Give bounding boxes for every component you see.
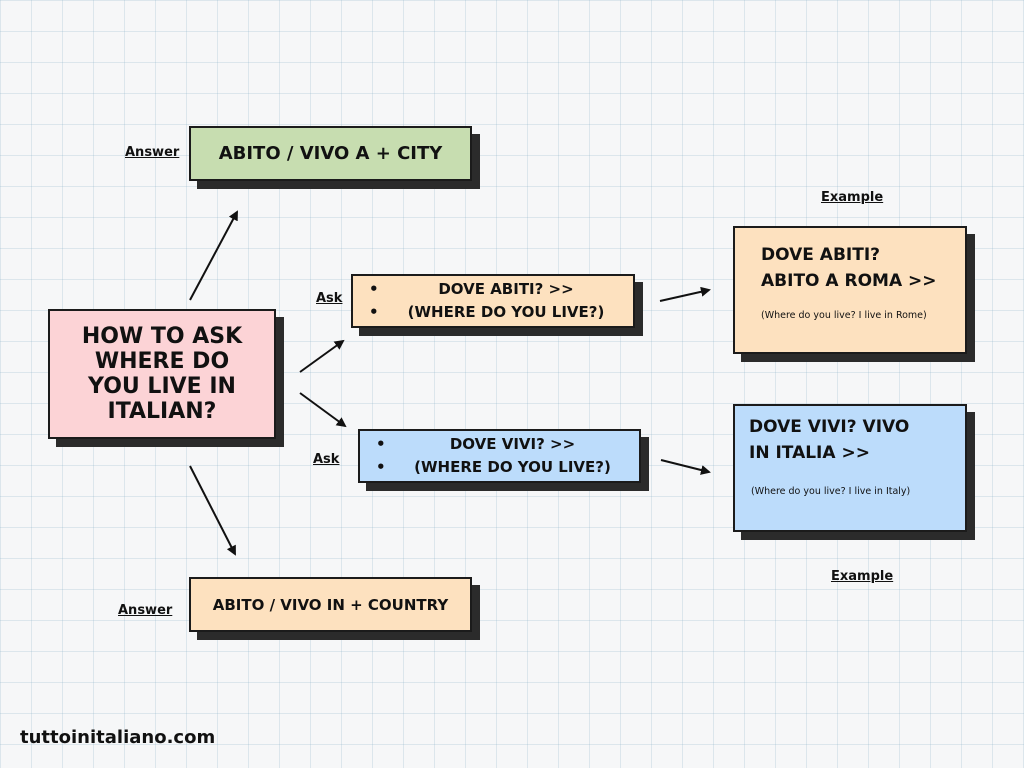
center-title-box: HOW TO ASK WHERE DO YOU LIVE IN ITALIAN? <box>48 309 276 439</box>
example-abiti-label: Example <box>821 190 884 205</box>
footer-site: tuttoinitaliano.com <box>20 727 216 748</box>
example-vivi-line1: DOVE VIVI? VIVO <box>749 417 910 437</box>
example-vivi-note: (Where do you live? I live in Italy) <box>751 486 911 497</box>
arrow-to-example-abiti <box>659 286 711 302</box>
example-abiti-note: (Where do you live? I live in Rome) <box>761 310 927 321</box>
arrow-to-example-vivi <box>660 459 711 475</box>
ask-vivi-item: DOVE VIVI? >> <box>376 433 639 456</box>
example-abiti-line2: ABITO A ROMA >> <box>761 271 937 291</box>
answer-city-box: ABITO / VIVO A + CITY <box>189 126 472 181</box>
arrow-to-answer-country <box>189 465 236 556</box>
ask-abiti-label: Ask <box>316 291 343 306</box>
ask-vivi-box: DOVE VIVI? >> (WHERE DO YOU LIVE?) <box>358 429 641 483</box>
example-abiti-box: DOVE ABITI? ABITO A ROMA >> (Where do yo… <box>733 226 967 354</box>
ask-abiti-box: DOVE ABITI? >> (WHERE DO YOU LIVE?) <box>351 274 635 328</box>
arrow-to-ask-vivi <box>299 392 347 428</box>
ask-abiti-item: (WHERE DO YOU LIVE?) <box>369 301 633 324</box>
ask-abiti-list: DOVE ABITI? >> (WHERE DO YOU LIVE?) <box>353 278 633 324</box>
arrow-to-ask-abiti <box>299 339 345 373</box>
example-abiti-line1: DOVE ABITI? <box>761 245 881 265</box>
ask-vivi-list: DOVE VIVI? >> (WHERE DO YOU LIVE?) <box>360 433 639 479</box>
center-title: HOW TO ASK WHERE DO YOU LIVE IN ITALIAN? <box>81 324 243 424</box>
arrow-to-answer-city <box>189 210 238 301</box>
answer-country-label: Answer <box>118 603 173 618</box>
example-vivi-box: DOVE VIVI? VIVO IN ITALIA >> (Where do y… <box>733 404 967 532</box>
answer-city-label: Answer <box>125 145 180 160</box>
answer-country-text: ABITO / VIVO IN + COUNTRY <box>212 595 449 614</box>
ask-abiti-item: DOVE ABITI? >> <box>369 278 633 301</box>
ask-vivi-label: Ask <box>313 452 340 467</box>
example-vivi-line2: IN ITALIA >> <box>749 443 870 463</box>
example-vivi-label: Example <box>831 569 894 584</box>
answer-country-box: ABITO / VIVO IN + COUNTRY <box>189 577 472 632</box>
answer-city-text: ABITO / VIVO A + CITY <box>218 143 443 164</box>
ask-vivi-item: (WHERE DO YOU LIVE?) <box>376 456 639 479</box>
